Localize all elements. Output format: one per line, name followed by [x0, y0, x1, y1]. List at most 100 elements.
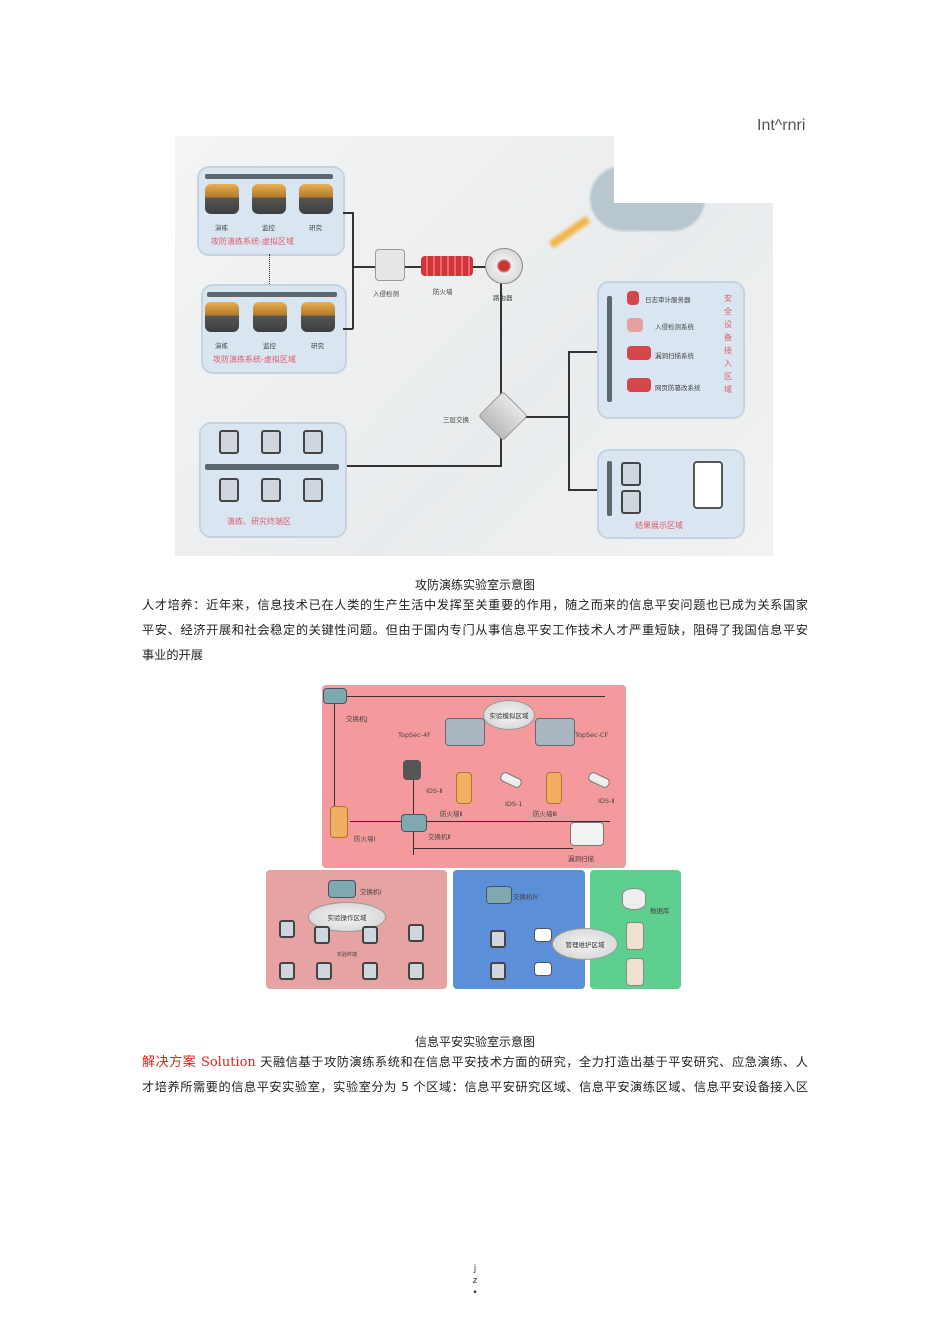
node-label: 监控	[262, 224, 275, 232]
device-label: 三层交换	[443, 416, 469, 424]
page-footer: j z •	[0, 1263, 950, 1299]
dotted-link	[269, 254, 270, 284]
wire	[500, 281, 502, 467]
blank-patch	[614, 136, 773, 203]
server-icon	[252, 184, 286, 214]
firewall-icon	[330, 806, 348, 838]
device-label: 交换机Ⅱ	[428, 833, 451, 841]
computer-icon	[219, 430, 239, 454]
network-bus	[207, 292, 337, 297]
server-icon	[535, 718, 575, 746]
paragraph-line: 事业的开展	[142, 648, 203, 662]
device-label: 网页防篡改系统	[655, 384, 701, 392]
wire	[335, 696, 605, 697]
paragraph-line: 解决方案 Solution 天融信基于攻防演练系统和在信息平安技术方面的研究，全…	[142, 1050, 808, 1075]
device-label: 交换机J	[346, 715, 368, 723]
paragraph-line: 平安、经济开展和社会稳定的关键性问题。但由于国内专门从事信息平安工作技术人才严重…	[142, 623, 808, 637]
device-label: 防火墙Ⅲ	[533, 810, 557, 818]
wire	[413, 848, 573, 849]
mgmt-zone-cloud: 管理维护区域	[552, 928, 618, 960]
device-label: 实验终端	[337, 952, 358, 958]
computer-icon	[261, 478, 281, 502]
footer-char: •	[472, 1288, 478, 1298]
server-icon	[299, 184, 333, 214]
footer-char: j	[473, 1264, 477, 1274]
computer-icon	[621, 462, 641, 486]
firewall-icon	[456, 772, 472, 804]
computer-icon	[362, 962, 378, 980]
switch-icon	[401, 814, 427, 832]
header-mark: Int^rnri	[757, 117, 806, 134]
wire	[568, 351, 603, 353]
computer-icon	[303, 430, 323, 454]
switch-icon	[328, 880, 356, 898]
computer-icon	[303, 478, 323, 502]
computer-icon	[490, 962, 506, 980]
switch-icon	[486, 886, 512, 904]
computer-icon	[490, 930, 506, 948]
projection-screen-icon	[693, 461, 723, 509]
server-icon	[205, 184, 239, 214]
wire	[350, 821, 610, 822]
tower-server-icon	[626, 922, 644, 950]
scanner-icon	[570, 822, 604, 846]
solution-heading: 解决方案 Solution	[142, 1055, 256, 1070]
computer-icon	[279, 962, 295, 980]
network-bus	[607, 461, 612, 516]
device-label: 漏洞扫描系统	[655, 352, 694, 360]
paragraph-line: 才培养所需要的信息平安实验室，实验室分为 5 个区域：信息平安研究区域、信息平安…	[142, 1080, 808, 1094]
network-bus	[205, 174, 333, 179]
computer-icon	[261, 430, 281, 454]
zone-label: 结果展示区域	[635, 521, 683, 530]
device-label: 防火墙Ⅱ	[440, 810, 463, 818]
zone-label: 演练、研究终端区	[227, 517, 291, 526]
device-label: 防火墙	[433, 288, 453, 296]
device-label: 入侵检测系统	[655, 323, 694, 331]
device-label: 日志审计服务器	[645, 296, 691, 304]
computer-icon	[316, 962, 332, 980]
computer-icon	[279, 920, 295, 938]
device-label: 数据库	[650, 907, 670, 915]
device-label: IDS-Ⅱ	[598, 797, 615, 805]
computer-icon	[621, 490, 641, 514]
device-label: IDS-Ⅱ	[426, 787, 443, 795]
zone-label: 攻防演练系统-虚拟区域	[213, 355, 296, 364]
device-label: 交换机Ⅰ	[360, 888, 382, 896]
device-label: 入侵检测	[373, 290, 399, 298]
log-audit-icon	[627, 291, 639, 305]
wire	[343, 328, 353, 330]
router-icon	[485, 248, 523, 284]
figure1-caption: 攻防演练实验室示意图	[414, 578, 535, 592]
computer-icon	[314, 926, 330, 944]
firewall-icon	[546, 772, 562, 804]
zone-label: 安全设备接入区域	[724, 294, 732, 394]
wire	[334, 700, 335, 810]
footer-char: z	[472, 1276, 478, 1286]
attack-defense-lab-diagram: 演练 监控 研究 攻防演练系统-虚拟区域 演练 监控 研究 攻防演练系统-虚拟区…	[175, 136, 773, 556]
figure2-caption: 信息平安实验室示意图	[414, 1035, 535, 1049]
device-label: 漏洞扫描	[568, 855, 594, 863]
node-label: 研究	[311, 342, 324, 350]
search-icon	[627, 318, 643, 332]
database-icon	[622, 888, 646, 910]
ids-device-icon	[403, 760, 421, 780]
device-label: 交换机Ⅳ	[513, 893, 539, 901]
computer-icon	[408, 962, 424, 980]
node-label: 演练	[215, 342, 228, 350]
wire	[352, 212, 354, 329]
laptop-icon	[534, 962, 552, 976]
management-zone	[453, 870, 585, 989]
wire	[345, 465, 502, 467]
wire	[568, 351, 570, 491]
intrusion-detection-icon	[375, 249, 405, 281]
server-icon	[445, 718, 485, 746]
lightning-icon	[548, 215, 591, 249]
wire	[568, 489, 603, 491]
security-device-zone	[597, 281, 745, 419]
paragraph-line: 人才培养：近年来，信息技术已在人类的生产生活中发挥至关重要的作用，随之而来的信息…	[142, 598, 808, 612]
device-label: TopSec-CF	[575, 731, 609, 739]
node-label: 演练	[215, 224, 228, 232]
device-label: IDS-1	[505, 800, 523, 808]
switch-icon	[323, 688, 347, 704]
computer-icon	[408, 924, 424, 942]
